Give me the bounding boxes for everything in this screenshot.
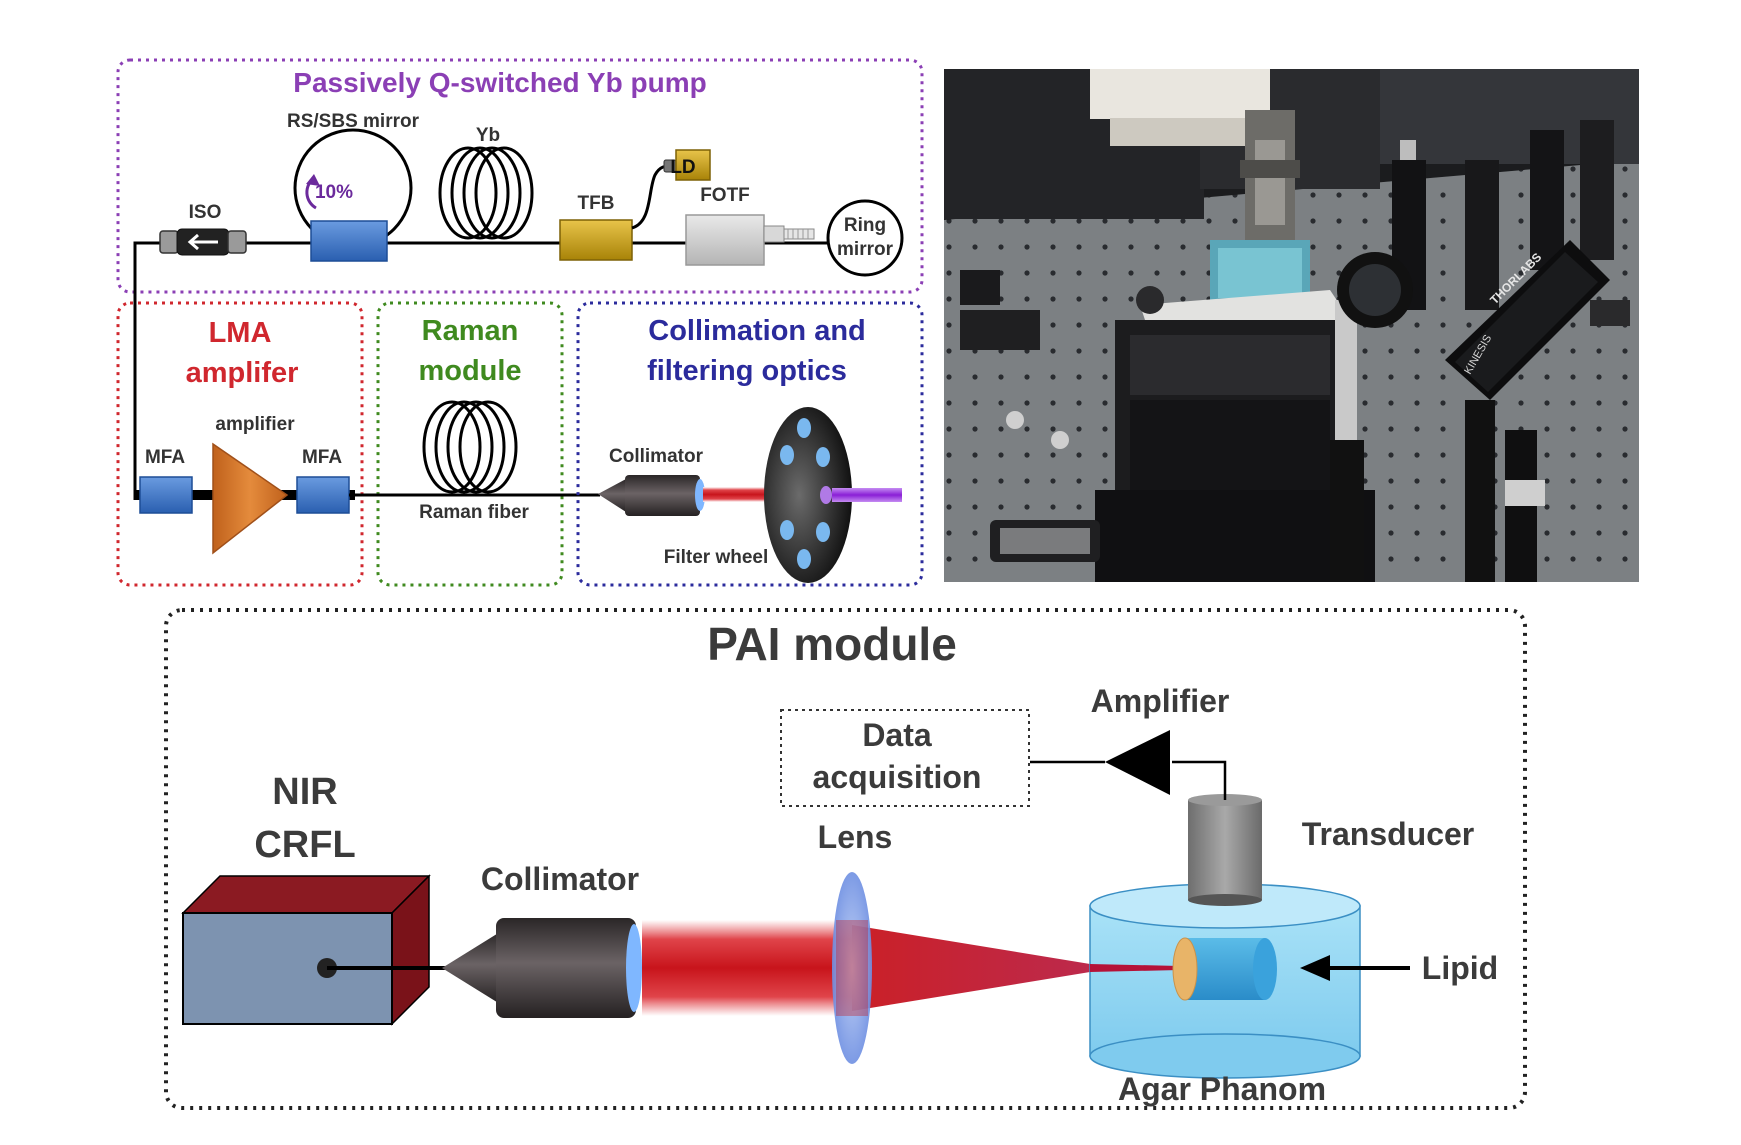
isolator (159, 228, 247, 256)
ten-percent-label: 10% (315, 182, 353, 203)
fotf-micrometer (763, 225, 815, 243)
amplifier-triangle-pai (1105, 730, 1170, 795)
mfa-right (296, 476, 350, 514)
lens-shape (832, 872, 872, 1064)
rs-sbs-coupler (310, 220, 388, 262)
agar-label: Agar Phanom (1118, 1071, 1326, 1107)
pai-focused-beam (852, 925, 1090, 1011)
pai-beam (642, 920, 852, 1016)
lma-section: LMA amplifer amplifier MFA MFA (116, 301, 364, 587)
small-collimator-cone (598, 479, 626, 512)
pump-border (116, 58, 924, 294)
collimation-title-2: filtering optics (647, 355, 847, 387)
ring-mirror (826, 199, 904, 277)
collimation-border (576, 301, 924, 587)
lipid-label: Lipid (1422, 950, 1498, 986)
lens-label: Lens (818, 819, 893, 855)
data-acquisition-label-2: acquisition (813, 759, 982, 795)
collimation-section: Collimation and filtering optics Collima… (576, 301, 924, 587)
pump-title: Passively Q-switched Yb pump (293, 67, 706, 98)
rs-sbs-label: RS/SBS mirror (287, 111, 420, 132)
lma-border (116, 301, 364, 587)
iso-label: ISO (189, 202, 222, 223)
pai-section: PAI module NIR CRFL Collimator Lens (164, 608, 1527, 1110)
lma-title-1: LMA (209, 317, 272, 349)
collimation-title-1: Collimation and (648, 315, 866, 347)
filter-wheel-label: Filter wheel (664, 547, 769, 568)
ld-block (663, 149, 711, 181)
data-acquisition-box (780, 709, 1030, 807)
mfa-left (139, 476, 193, 514)
pai-border (164, 608, 1527, 1110)
nir-label-2: CRFL (254, 824, 355, 866)
small-red-beam (703, 487, 773, 502)
pai-collimator-label: Collimator (481, 861, 639, 897)
filter-wheel-slots (780, 418, 830, 569)
collimator-label-top: Collimator (609, 446, 704, 467)
mfa-right-label: MFA (302, 447, 342, 468)
tfb-block (559, 219, 633, 261)
yb-label: Yb (476, 125, 500, 146)
nir-crfl-box (181, 874, 431, 1026)
ring-mirror-label-1: Ring (844, 215, 886, 236)
lma-amplifier-label: amplifier (215, 414, 295, 435)
raman-coil (422, 400, 518, 494)
ld-fiber (631, 164, 673, 230)
mfa-left-label: MFA (145, 447, 185, 468)
tfb-label: TFB (578, 193, 615, 214)
agar-phantom (1089, 883, 1361, 1079)
amplifier-label: Amplifier (1091, 683, 1230, 719)
ring-mirror-label-2: mirror (837, 239, 894, 260)
raman-fiber-label: Raman fiber (419, 502, 529, 523)
transducer-label: Transducer (1302, 816, 1475, 852)
lma-title-2: amplifer (186, 357, 299, 389)
amplifier-triangle (212, 442, 289, 555)
raman-title-2: module (418, 355, 521, 387)
pump-section: Passively Q-switched Yb pump ISO RS/SBS … (116, 58, 924, 500)
pai-title: PAI module (707, 618, 957, 670)
raman-title-1: Raman (422, 315, 519, 347)
yb-coil (438, 146, 534, 240)
setup-photo: THORLABS KINESIS (944, 69, 1639, 582)
fotf-block (685, 214, 765, 266)
small-collimator-body (625, 475, 700, 516)
raman-border (376, 301, 564, 587)
lipid-cylinder (1172, 937, 1277, 1001)
nir-label-1: NIR (272, 771, 337, 813)
raman-section: Raman module Raman fiber (349, 301, 600, 587)
transducer-cable (1172, 760, 1227, 800)
data-acquisition-label-1: Data (862, 717, 932, 753)
ld-label: LD (670, 157, 695, 178)
violet-beam (832, 488, 902, 502)
pai-collimator-body (496, 918, 636, 1018)
pai-collimator-cone (442, 932, 500, 1004)
fotf-label: FOTF (700, 185, 750, 206)
transducer (1188, 794, 1262, 906)
